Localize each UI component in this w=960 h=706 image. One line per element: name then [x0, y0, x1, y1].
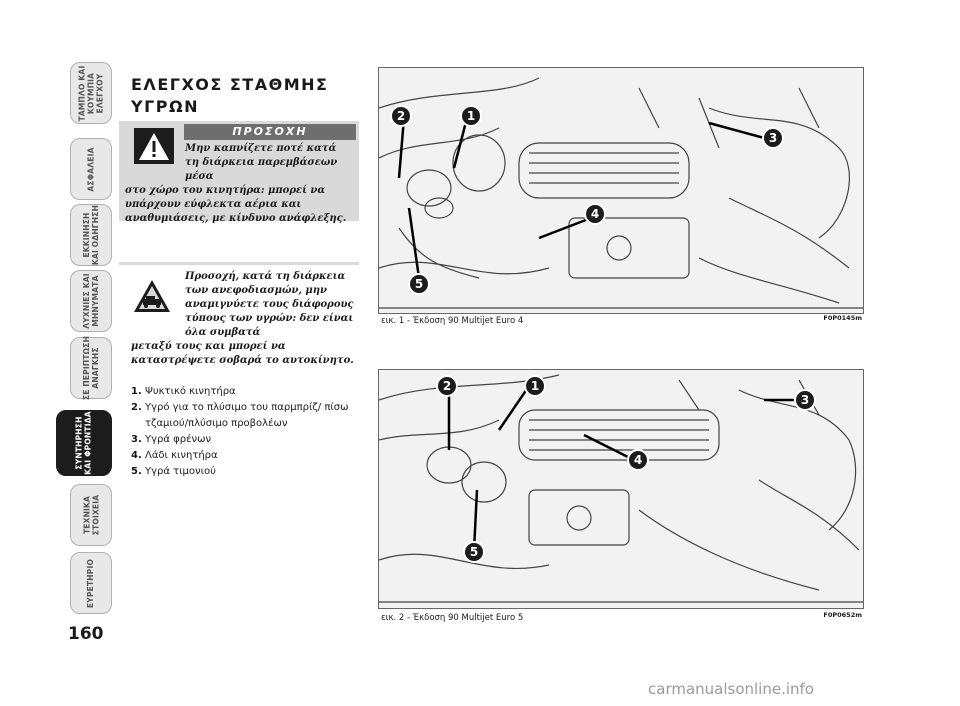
watermark: carmanualsonline.info: [648, 680, 814, 698]
engine-figure-1: 1 2 3 4 5: [378, 67, 864, 314]
tab-label: ΤΑΜΠΛΟ ΚΑΙ ΚΟΥΜΠΙΑ ΕΛΕΓΧΟΥ: [77, 65, 105, 121]
tab-label: ΑΣΦΑΛΕΙΑ: [86, 146, 96, 192]
tab-label: ΣΕ ΠΕΡΙΠΤΩΣΗ ΑΝΑΓΚΗΣ: [82, 335, 100, 401]
callout-3: 3: [769, 131, 777, 145]
item-text: Ψυκτικό κινητήρα: [145, 386, 236, 397]
tab-technical-data[interactable]: ΤΕΧΝΙΚΑ ΣΤΟΙΧΕΙΑ: [70, 484, 112, 546]
item-number: 4.: [131, 450, 142, 461]
warning-text-rest: στο χώρο του κινητήρα: μπορεί να υπάρχου…: [125, 185, 347, 224]
item-number: 5.: [131, 466, 142, 477]
item-number: 3.: [131, 434, 142, 445]
figure-2-caption: εικ. 2 - Έκδοση 90 Multijet Euro 5: [381, 613, 524, 623]
tab-maintenance[interactable]: ΣΥΝΤΗΡΗΣΗ ΚΑΙ ΦΡΟΝΤΙΔΑ: [56, 410, 112, 476]
callout-5: 5: [415, 277, 423, 291]
list-item: 1.Ψυκτικό κινητήρα: [131, 384, 371, 400]
list-item: 4.Λάδι κινητήρα: [131, 448, 371, 464]
tab-dashboard-controls[interactable]: ΤΑΜΠΛΟ ΚΑΙ ΚΟΥΜΠΙΑ ΕΛΕΓΧΟΥ: [70, 62, 112, 124]
callout-4: 4: [591, 207, 599, 221]
item-number: 2.: [131, 402, 142, 413]
caution-text-first: Προσοχή, κατά τη διάρκεια των ανεφοδιασμ…: [185, 271, 354, 338]
callout-1: 1: [531, 379, 539, 393]
item-text: Λάδι κινητήρα: [145, 450, 218, 461]
vehicle-caution-icon: [134, 280, 170, 312]
figure-1-caption: εικ. 1 - Έκδοση 90 Multijet Euro 4: [381, 316, 524, 326]
item-text: Υγρά τιμονιού: [145, 466, 216, 477]
tab-label: ΕΚΚΙΝΗΣΗ ΚΑΙ ΟΔΗΓΗΣΗ: [82, 204, 101, 266]
tab-label: ΤΕΧΝΙΚΑ ΣΤΟΙΧΕΙΑ: [82, 494, 101, 536]
callout-5: 5: [470, 545, 478, 559]
callout-3: 3: [801, 393, 809, 407]
fluid-list: 1.Ψυκτικό κινητήρα 2.Υγρό για το πλύσιμο…: [131, 384, 371, 480]
figure-1-code: F0P0145m: [823, 314, 862, 322]
tab-index[interactable]: ΕΥΡΕΤΗΡΙΟ: [70, 552, 112, 614]
tab-starting-driving[interactable]: ΕΚΚΙΝΗΣΗ ΚΑΙ ΟΔΗΓΗΣΗ: [70, 204, 112, 266]
warning-text-first: Μην καπνίζετε ποτέ κατά τη διάρκεια παρε…: [185, 143, 338, 182]
caution-divider: [119, 262, 359, 265]
page-number: 160: [68, 624, 104, 644]
tab-label: ΛΥΧΝΙΕΣ ΚΑΙ ΜΗΝΥΜΑΤΑ: [82, 273, 100, 329]
caution-text-rest: μεταξύ τους και μπορεί να καταστρέψετε σ…: [131, 341, 354, 366]
item-text: Υγρά φρένων: [145, 434, 212, 445]
engine-illustration: 1 2 3 4 5: [379, 77, 863, 309]
item-number: 1.: [131, 386, 142, 397]
list-item: 5.Υγρά τιμονιού: [131, 464, 371, 480]
page-title: ΕΛΕΓΧΟΣ ΣΤΑΘΜΗΣ ΥΓΡΩΝ: [131, 75, 329, 116]
list-item: 2.Υγρό για το πλύσιμο του παρμπρίζ/ πίσω…: [131, 400, 371, 432]
callout-4: 4: [634, 453, 642, 467]
tab-label: ΣΥΝΤΗΡΗΣΗ ΚΑΙ ΦΡΟΝΤΙΔΑ: [75, 411, 93, 475]
callout-2: 2: [397, 109, 405, 123]
warning-triangle-icon: [134, 128, 174, 164]
engine-figure-2: 1 2 3 4 5: [378, 369, 864, 609]
figure-2-code: F0P0652m: [823, 611, 862, 619]
caution-text: Προσοχή, κατά τη διάρκεια των ανεφοδιασμ…: [131, 270, 361, 368]
list-item: 3.Υγρά φρένων: [131, 432, 371, 448]
tab-emergency[interactable]: ΣΕ ΠΕΡΙΠΤΩΣΗ ΑΝΑΓΚΗΣ: [70, 335, 112, 401]
warning-text: Μην καπνίζετε ποτέ κατά τη διάρκεια παρε…: [125, 142, 353, 226]
callout-1: 1: [467, 109, 475, 123]
engine-illustration: 1 2 3 4 5: [379, 374, 863, 603]
tab-lights-messages[interactable]: ΛΥΧΝΙΕΣ ΚΑΙ ΜΗΝΥΜΑΤΑ: [70, 270, 112, 332]
tab-safety[interactable]: ΑΣΦΑΛΕΙΑ: [70, 138, 112, 200]
warning-header: ΠΡΟΣΟΧΗ: [184, 124, 356, 140]
tab-label: ΕΥΡΕΤΗΡΙΟ: [86, 558, 96, 608]
callout-2: 2: [443, 379, 451, 393]
item-text: Υγρό για το πλύσιμο του παρμπρίζ/ πίσω τ…: [145, 402, 349, 429]
